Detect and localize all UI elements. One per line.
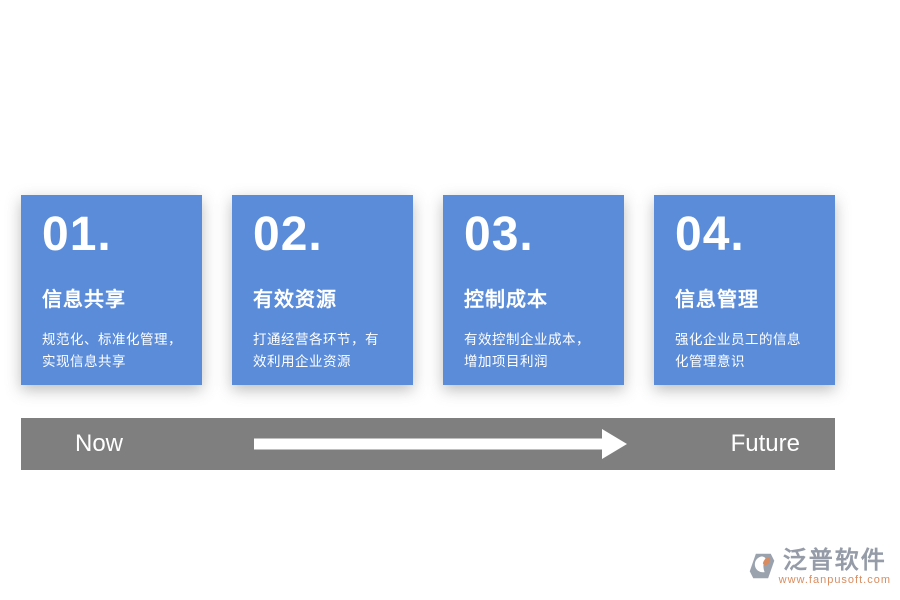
step-description-line: 规范化、标准化管理，	[42, 331, 182, 347]
step-card-1: 01. 信息共享 规范化、标准化管理， 实现信息共享	[21, 195, 202, 385]
step-description-line: 化管理意识	[675, 353, 745, 369]
logo-website-url: www.fanpusoft.com	[778, 574, 891, 586]
arrow-shaft	[254, 438, 602, 450]
timeline-bar: Now Future	[21, 418, 835, 470]
step-title: 控制成本	[464, 288, 548, 311]
logo-company-name: 泛普软件	[782, 547, 887, 574]
step-number: 01.	[42, 208, 112, 261]
step-title: 信息管理	[675, 288, 759, 311]
fanpusoft-logo-icon	[749, 553, 774, 579]
step-description: 打通经营各环节，有 效利用企业资源	[253, 329, 395, 373]
step-description: 有效控制企业成本， 增加项目利润	[464, 329, 606, 373]
step-description-line: 实现信息共享	[42, 353, 126, 369]
step-number: 04.	[675, 208, 745, 261]
logo-text-block: 泛普软件 www.fanpusoft.com	[779, 548, 891, 587]
step-description-line: 打通经营各环节，有	[253, 331, 379, 347]
step-description-line: 效利用企业资源	[253, 353, 351, 369]
timeline-start-label: Now	[75, 430, 124, 457]
step-cards-row: 01. 信息共享 规范化、标准化管理， 实现信息共享 02. 有效资源 打通经营…	[21, 195, 835, 385]
step-description-line: 增加项目利润	[464, 353, 548, 369]
step-description: 强化企业员工的信息 化管理意识	[675, 329, 817, 373]
step-title: 信息共享	[42, 288, 126, 311]
step-number: 02.	[253, 208, 323, 261]
step-title: 有效资源	[253, 288, 337, 311]
step-description-line: 强化企业员工的信息	[675, 331, 801, 347]
step-description: 规范化、标准化管理， 实现信息共享	[42, 329, 184, 373]
right-arrow-icon	[254, 429, 627, 459]
step-card-3: 03. 控制成本 有效控制企业成本， 增加项目利润	[443, 195, 624, 385]
step-number: 03.	[464, 208, 534, 261]
fanpusoft-logo: 泛普软件 www.fanpusoft.com	[748, 548, 891, 587]
step-card-4: 04. 信息管理 强化企业员工的信息 化管理意识	[654, 195, 835, 385]
step-card-2: 02. 有效资源 打通经营各环节，有 效利用企业资源	[232, 195, 413, 385]
step-description-line: 有效控制企业成本，	[464, 331, 590, 347]
arrow-head	[602, 429, 627, 459]
timeline-end-label: Future	[730, 430, 800, 457]
